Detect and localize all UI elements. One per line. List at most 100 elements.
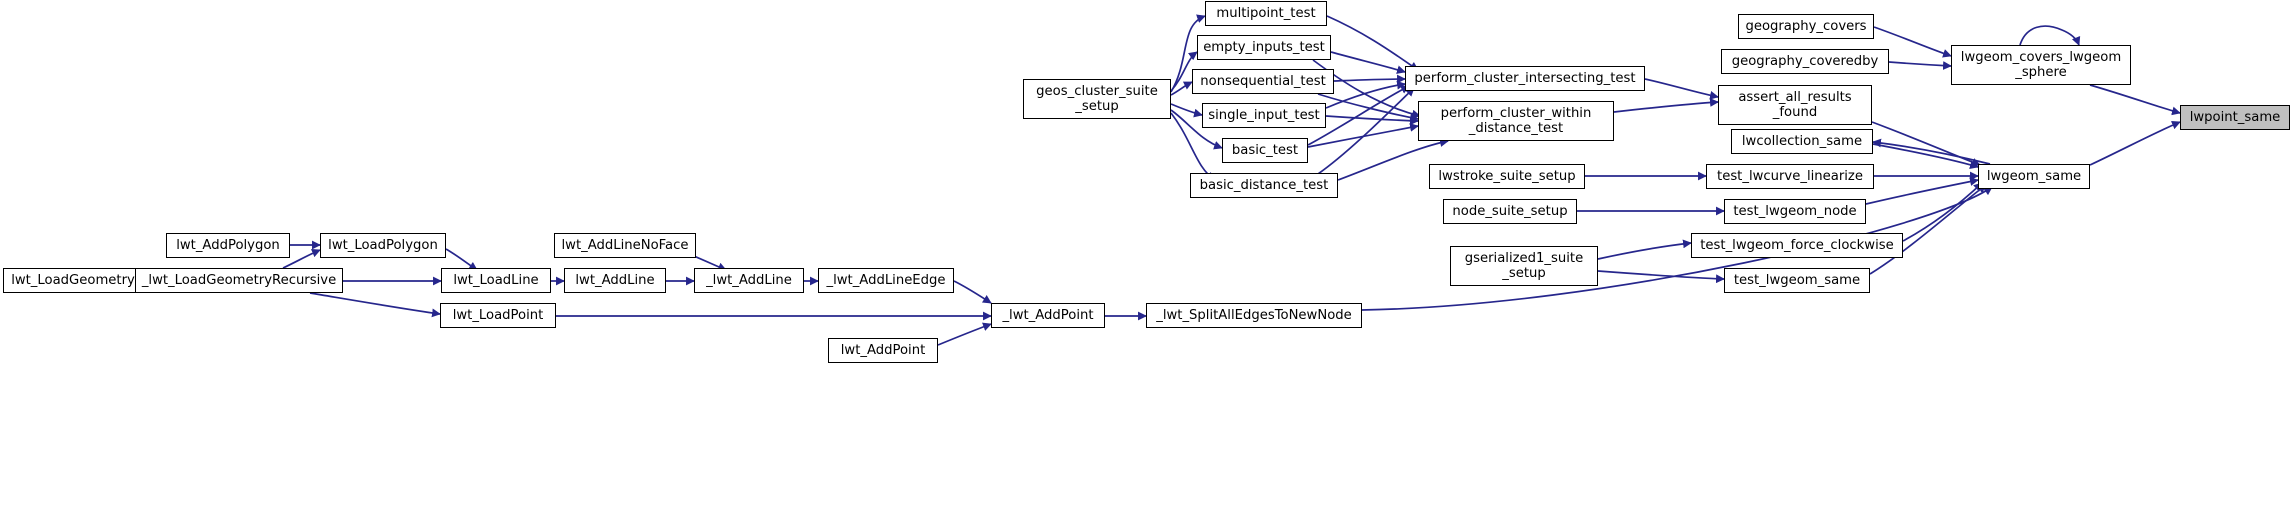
node-gserialized1_suite_setup[interactable]: gserialized1_suite _setup (1450, 246, 1598, 286)
node-_lwt_AddPoint[interactable]: _lwt_AddPoint (991, 303, 1105, 328)
node-test_lwgeom_force_clockwise[interactable]: test_lwgeom_force_clockwise (1691, 233, 1903, 258)
node-label: lwstroke_suite_setup (1438, 169, 1576, 184)
node-single_input_test[interactable]: single_input_test (1202, 103, 1326, 128)
edge-basic_test-to-perform_cluster_within_distance_test (1307, 123, 1419, 148)
node-label: lwgeom_same (1986, 169, 2082, 184)
node-label: geography_covers (1745, 19, 1867, 34)
node-label: multipoint_test (1216, 6, 1316, 21)
edge-empty_inputs_test-to-perform_cluster_intersecting_test (1330, 51, 1406, 74)
node-label: single_input_test (1208, 108, 1320, 123)
node-label: geography_coveredby (1731, 54, 1879, 69)
edge-lwgeom_covers_lwgeom_sphere-to-lwgeom_covers_lwgeom_sphere (2019, 25, 2081, 46)
node-lwcollection_same[interactable]: lwcollection_same (1731, 129, 1873, 154)
edge-test_lwgeom_node-to-lwgeom_same (1865, 177, 1979, 205)
node-lwgeom_covers_lwgeom_sphere[interactable]: lwgeom_covers_lwgeom _sphere (1951, 45, 2131, 85)
node-geography_covers[interactable]: geography_covers (1738, 14, 1874, 39)
node-label: lwgeom_covers_lwgeom _sphere (1960, 50, 2122, 80)
node-label: gserialized1_suite _setup (1464, 251, 1584, 281)
node-node_suite_setup[interactable]: node_suite_setup (1443, 199, 1577, 224)
node-_lwt_AddLineEdge[interactable]: _lwt_AddLineEdge (818, 268, 954, 293)
node-geography_coveredby[interactable]: geography_coveredby (1721, 49, 1889, 74)
edge-basic_distance_test-to-perform_cluster_intersecting_test (1317, 87, 1415, 175)
edge-_lwt_AddLineEdge-to-_lwt_AddPoint (953, 280, 992, 304)
node-label: geos_cluster_suite _setup (1036, 84, 1158, 114)
node-label: lwpoint_same (2189, 110, 2281, 125)
node-test_lwgeom_node[interactable]: test_lwgeom_node (1724, 199, 1866, 224)
node-_lwt_SplitAllEdgesToNewNode[interactable]: _lwt_SplitAllEdgesToNewNode (1146, 303, 1362, 328)
edge-nonsequential_test-to-perform_cluster_intersecting_test (1333, 74, 1406, 84)
node-lwt_AddLine[interactable]: lwt_AddLine (564, 268, 666, 293)
node-test_lwcurve_linearize[interactable]: test_lwcurve_linearize (1706, 164, 1874, 189)
node-empty_inputs_test[interactable]: empty_inputs_test (1197, 35, 1331, 60)
node-assert_all_results_found[interactable]: assert_all_results _found (1718, 85, 1872, 125)
node-label: lwt_AddLineNoFace (561, 238, 689, 253)
node-label: lwt_LoadPoint (452, 308, 544, 323)
edge-geos_cluster_suite_setup-to-empty_inputs_test (1170, 51, 1198, 92)
edge-nonsequential_test-to-perform_cluster_within_distance_test (1317, 93, 1419, 122)
edge-single_input_test-to-perform_cluster_within_distance_test (1325, 115, 1419, 126)
node-lwt_LoadPoint[interactable]: lwt_LoadPoint (440, 303, 556, 328)
node-label: _lwt_SplitAllEdgesToNewNode (1156, 308, 1352, 323)
node-lwt_AddPoint[interactable]: lwt_AddPoint (828, 338, 938, 363)
node-label: lwt_AddPoint (840, 343, 926, 358)
node-label: perform_cluster_within _distance_test (1440, 106, 1592, 136)
node-lwt_LoadPolygon[interactable]: lwt_LoadPolygon (320, 233, 446, 258)
node-perform_cluster_within_distance_test[interactable]: perform_cluster_within _distance_test (1418, 101, 1614, 141)
edge-basic_distance_test-to-perform_cluster_within_distance_test (1337, 138, 1449, 181)
node-label: lwt_LoadLine (453, 273, 539, 288)
node-lwt_LoadGeometry[interactable]: lwt_LoadGeometry (3, 268, 143, 293)
node-nonsequential_test[interactable]: nonsequential_test (1192, 69, 1334, 94)
node-basic_test[interactable]: basic_test (1222, 138, 1308, 163)
edge-test_lwgeom_force_clockwise-to-lwgeom_same (1902, 182, 1983, 242)
edge-lwgeom_same-to-lwpoint_same (2089, 120, 2181, 166)
edge-gserialized1_suite_setup-to-test_lwgeom_force_clockwise (1597, 239, 1692, 260)
node-label: nonsequential_test (1200, 74, 1326, 89)
node-lwpoint_same[interactable]: lwpoint_same (2180, 105, 2290, 130)
node-lwstroke_suite_setup[interactable]: lwstroke_suite_setup (1429, 164, 1585, 189)
edge-lwgeom_covers_lwgeom_sphere-to-lwpoint_same (2089, 84, 2181, 116)
node-label: _lwt_AddPoint (1002, 308, 1094, 323)
node-label: lwt_LoadGeometry (11, 273, 135, 288)
edge-geography_coveredby-to-lwgeom_covers_lwgeom_sphere (1888, 61, 1952, 70)
edge-lwcollection_same-to-lwgeom_same (1872, 143, 1979, 170)
node-geos_cluster_suite_setup[interactable]: geos_cluster_suite _setup (1023, 79, 1171, 119)
edge-_lwt_SplitAllEdgesToNewNode-to-lwgeom_same (1361, 186, 1993, 311)
node-label: basic_distance_test (1199, 178, 1329, 193)
edge-empty_inputs_test-to-perform_cluster_within_distance_test (1312, 59, 1421, 119)
node-multipoint_test[interactable]: multipoint_test (1205, 1, 1327, 26)
node-label: lwt_AddLine (575, 273, 655, 288)
edge-perform_cluster_intersecting_test-to-assert_all_results_found (1644, 78, 1719, 100)
edge-_lwt_LoadGeometryRecursive-to-lwt_LoadPolygon (282, 248, 321, 269)
node-label: test_lwgeom_node (1733, 204, 1857, 219)
node-label: test_lwgeom_force_clockwise (1700, 238, 1894, 253)
node-lwt_AddPolygon[interactable]: lwt_AddPolygon (166, 233, 290, 258)
node-lwgeom_same[interactable]: lwgeom_same (1978, 164, 2090, 189)
edge-geos_cluster_suite_setup-to-single_input_test (1170, 103, 1203, 118)
node-label: assert_all_results _found (1738, 90, 1852, 120)
node-label: lwt_LoadPolygon (328, 238, 438, 253)
node-basic_distance_test[interactable]: basic_distance_test (1190, 173, 1338, 198)
node-lwt_LoadLine[interactable]: lwt_LoadLine (441, 268, 551, 293)
edge-lwt_AddPoint-to-_lwt_AddPoint (937, 322, 992, 346)
node-label: node_suite_setup (1452, 204, 1568, 219)
edge-lwgeom_same-to-lwcollection_same (1872, 138, 1991, 165)
edge-basic_test-to-perform_cluster_intersecting_test (1307, 85, 1410, 146)
edge-gserialized1_suite_setup-to-test_lwgeom_same (1597, 270, 1725, 284)
node-_lwt_LoadGeometryRecursive[interactable]: _lwt_LoadGeometryRecursive (135, 268, 343, 293)
edge-geos_cluster_suite_setup-to-basic_test (1170, 109, 1223, 150)
node-lwt_AddLineNoFace[interactable]: lwt_AddLineNoFace (554, 233, 696, 258)
node-_lwt_AddLine[interactable]: _lwt_AddLine (694, 268, 804, 293)
node-label: test_lwcurve_linearize (1717, 169, 1863, 184)
node-perform_cluster_intersecting_test[interactable]: perform_cluster_intersecting_test (1405, 66, 1645, 91)
edge-geos_cluster_suite_setup-to-multipoint_test (1170, 14, 1206, 93)
edge-test_lwgeom_same-to-lwgeom_same (1869, 184, 1987, 275)
node-test_lwgeom_same[interactable]: test_lwgeom_same (1724, 268, 1870, 293)
edge-geography_covers-to-lwgeom_covers_lwgeom_sphere (1873, 26, 1952, 58)
node-label: perform_cluster_intersecting_test (1414, 71, 1636, 86)
node-label: empty_inputs_test (1203, 40, 1325, 55)
edge-geos_cluster_suite_setup-to-nonsequential_test (1170, 81, 1193, 96)
edge-perform_cluster_within_distance_test-to-assert_all_results_found (1613, 98, 1719, 113)
node-label: test_lwgeom_same (1733, 273, 1861, 288)
